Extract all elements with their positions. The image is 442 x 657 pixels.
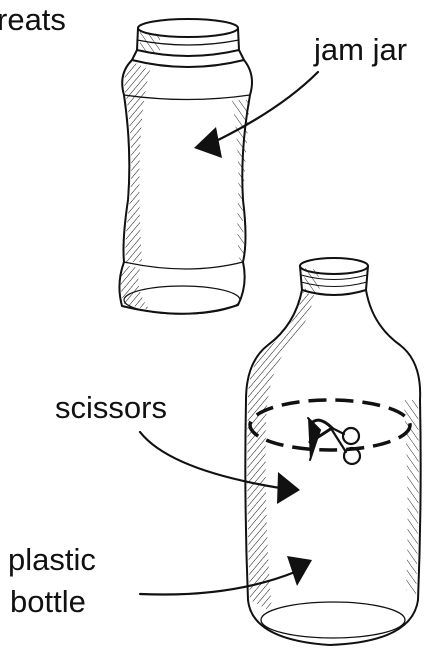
jam-jar-shading	[121, 32, 250, 310]
jam-jar-label: jam jar	[313, 32, 407, 67]
scissors-label: scissors	[55, 390, 167, 425]
plastic-label: plastic	[8, 542, 96, 577]
top-fragment-label: reats	[0, 2, 66, 37]
scissors-icon	[308, 418, 360, 464]
bottle-label: bottle	[10, 584, 86, 619]
plastic-bottle-shading	[247, 268, 418, 612]
